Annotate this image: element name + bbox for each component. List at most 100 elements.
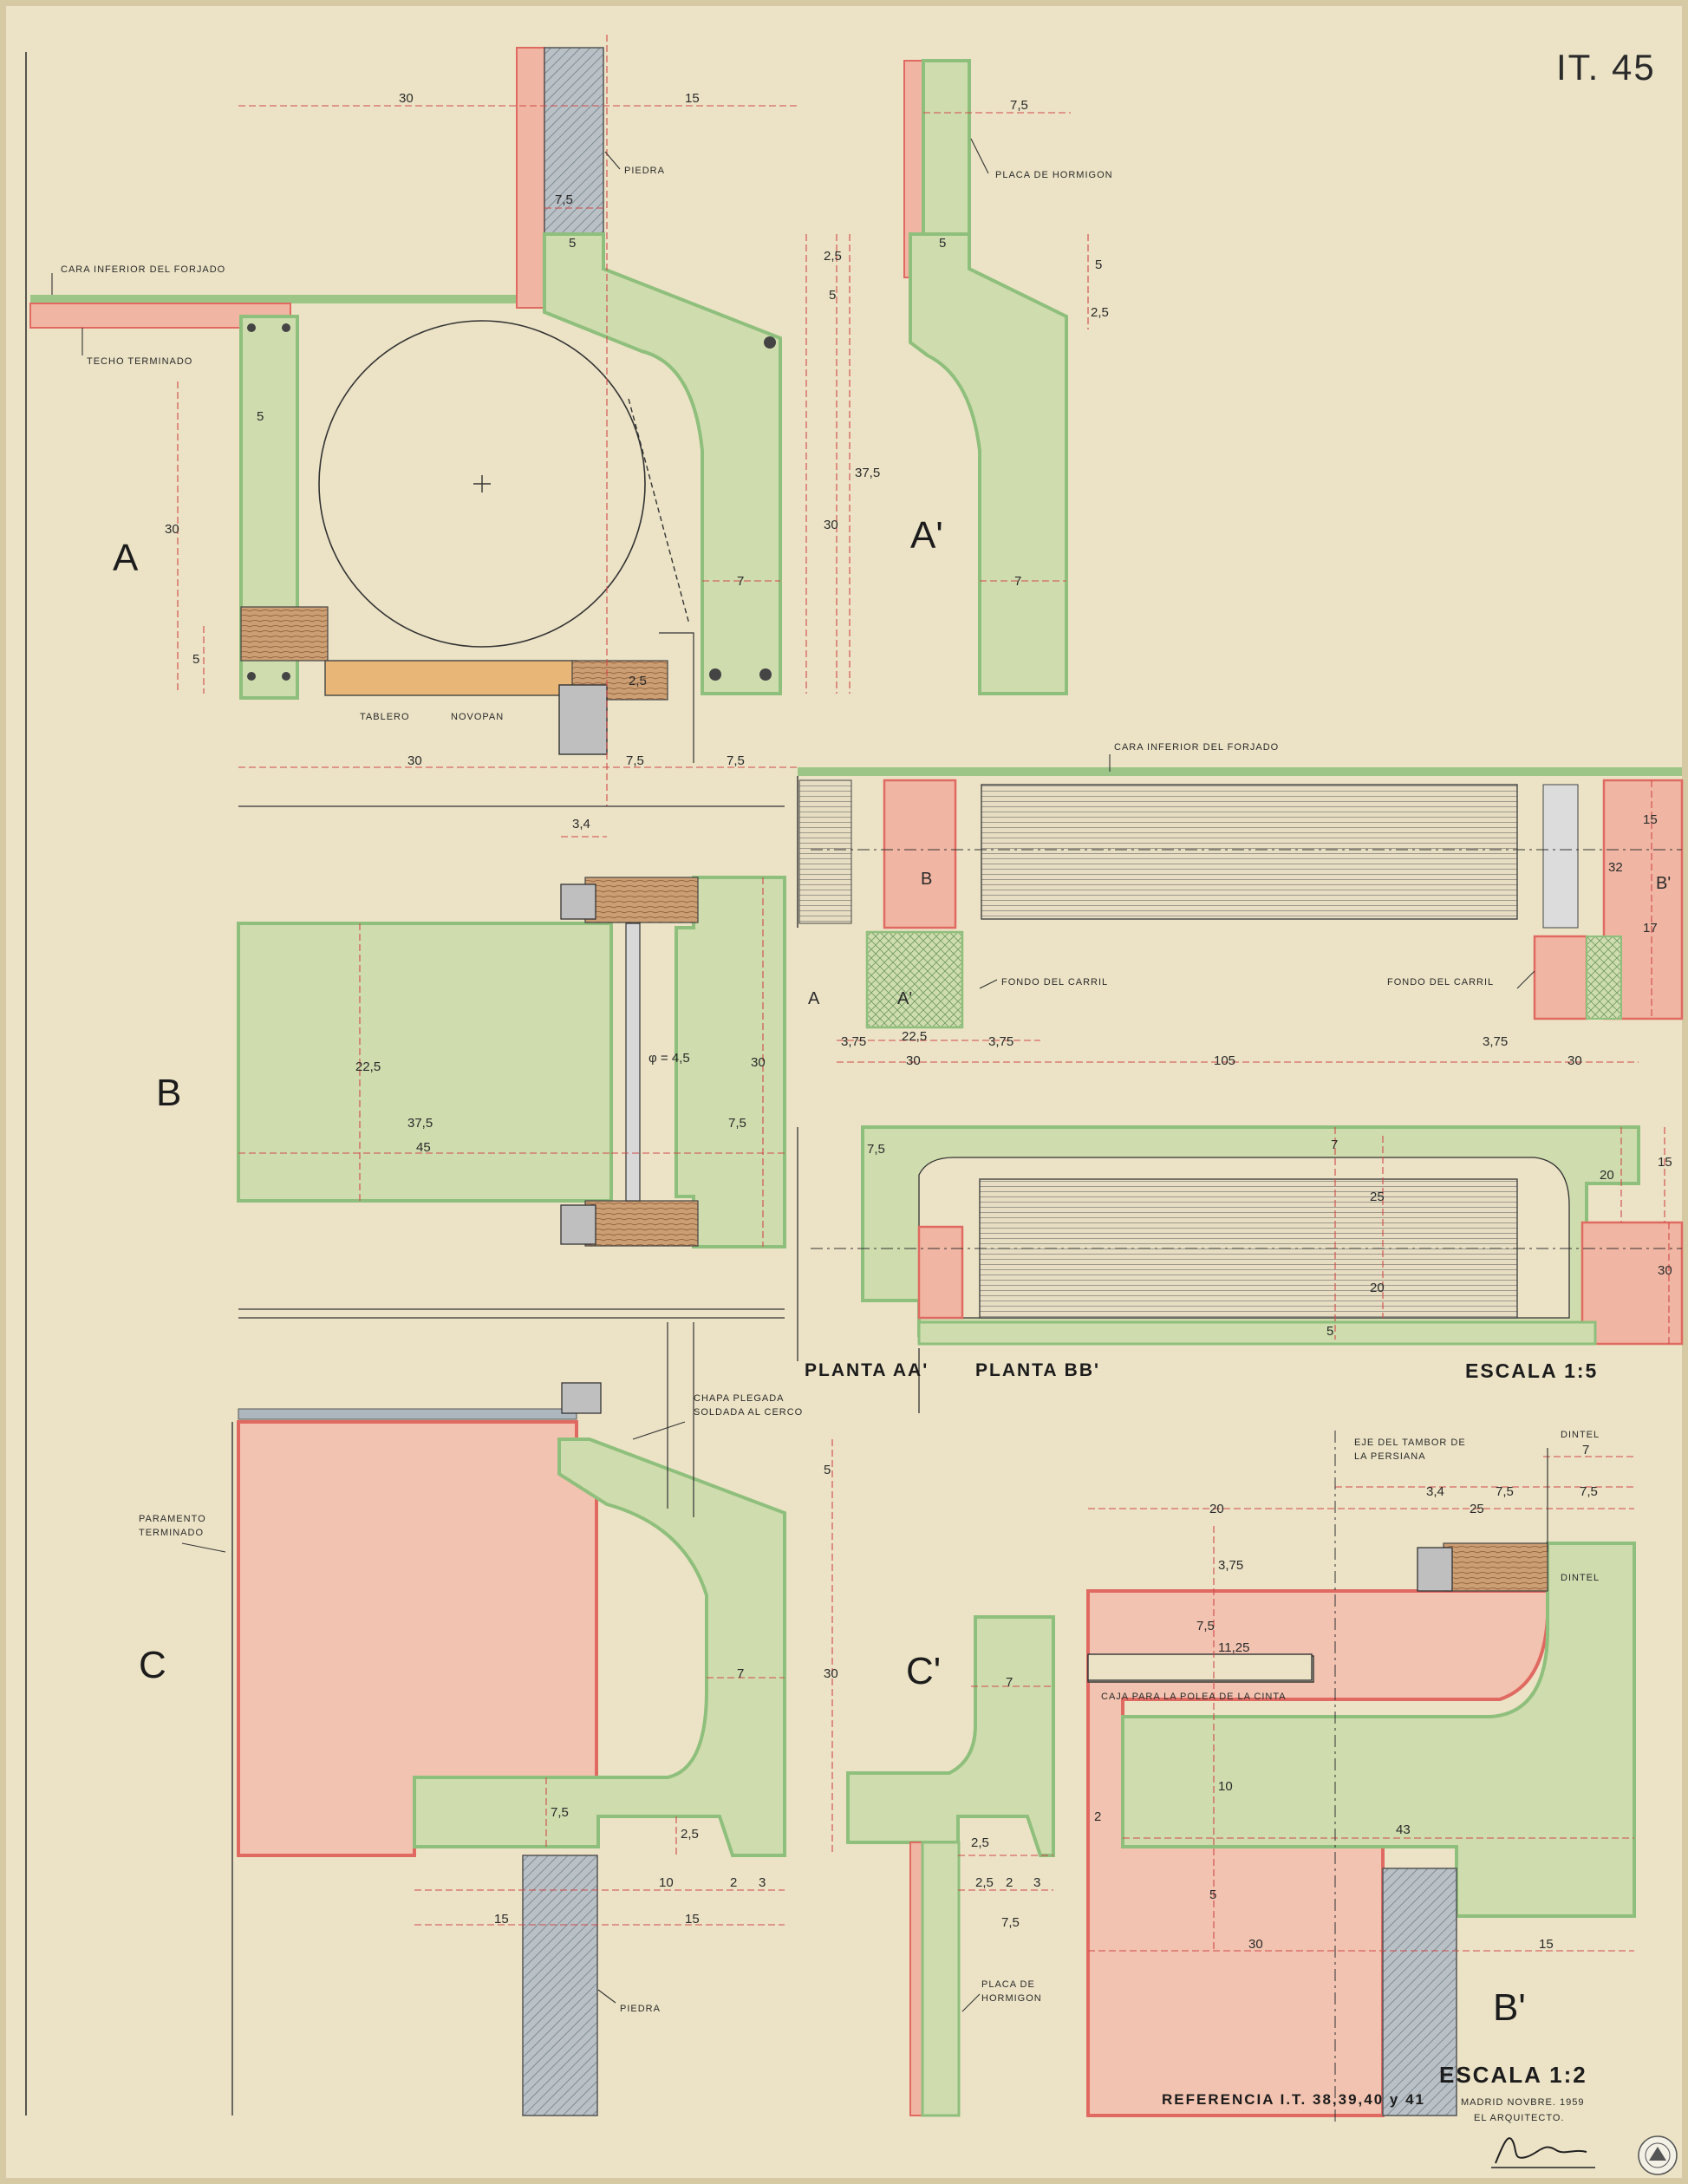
note-techo-terminado: TECHO TERMINADO xyxy=(87,356,192,367)
dim-a-7: 7 xyxy=(737,574,744,589)
dim-a-5-b: 5 xyxy=(829,288,836,303)
madrid-date: MADRID NOVBRE. 1959 xyxy=(1461,2097,1584,2108)
plan-bb xyxy=(797,1125,1684,1413)
sheet-id: IT. 45 xyxy=(1556,47,1656,88)
dim-a-25-b: 2,5 xyxy=(629,674,647,688)
dim-bp-25: 25 xyxy=(1470,1502,1484,1516)
dim-a-30-left: 30 xyxy=(165,522,179,537)
note-placa-2a: PLACA DE xyxy=(981,1979,1035,1990)
section-a-label: A xyxy=(113,537,139,579)
dim-b-30: 30 xyxy=(751,1055,766,1070)
dim-a-5-left: 5 xyxy=(192,652,199,667)
arquitecto-note: EL ARQUITECTO. xyxy=(1474,2113,1564,2123)
dim-bp-34: 3,4 xyxy=(1426,1484,1444,1499)
dim-cp-25a: 2,5 xyxy=(971,1835,989,1850)
section-a-prime-label: A' xyxy=(910,514,943,557)
dim-p-105: 105 xyxy=(1214,1053,1235,1068)
dim-bp-75b: 7,5 xyxy=(1580,1484,1598,1499)
section-c-prime xyxy=(846,1615,1055,2117)
note-eje-1: EJE DEL TAMBOR DE xyxy=(1354,1438,1466,1448)
section-b-prime-label: B' xyxy=(1493,1986,1526,2029)
plan-marker-b-prime: B' xyxy=(1656,874,1671,893)
dim-ap-25: 2,5 xyxy=(1091,305,1109,320)
dim-c-25: 2,5 xyxy=(681,1827,699,1842)
dim-ap-5a: 5 xyxy=(939,236,946,251)
dim-c-15b: 15 xyxy=(685,1912,700,1926)
dim-b-225: 22,5 xyxy=(355,1059,381,1074)
section-a xyxy=(29,35,837,806)
plan-marker-a: A xyxy=(808,989,820,1008)
dim-a-30-top: 30 xyxy=(399,91,414,106)
referencia-note: REFERENCIA I.T. 38,39,40 y 41 xyxy=(1162,2091,1425,2108)
note-tablero: TABLERO xyxy=(360,712,410,722)
dim-p-5: 5 xyxy=(1326,1324,1333,1339)
dim-bp-10: 10 xyxy=(1218,1779,1233,1794)
dim-bp-75-b: 7,5 xyxy=(1196,1619,1215,1633)
dim-c-3: 3 xyxy=(759,1875,766,1890)
section-a-prime xyxy=(849,59,1089,695)
dim-p-375c: 3,75 xyxy=(1483,1034,1508,1049)
dim-p-20a: 20 xyxy=(1600,1168,1614,1183)
note-fondo-carril-1: FONDO DEL CARRIL xyxy=(1001,977,1108,988)
planta-aa-title: PLANTA AA' xyxy=(805,1360,929,1380)
dim-bp-20: 20 xyxy=(1209,1502,1224,1516)
dim-p-225: 22,5 xyxy=(902,1029,927,1044)
dim-bp-30: 30 xyxy=(1248,1937,1263,1952)
dim-p-15b: 15 xyxy=(1658,1155,1672,1170)
dim-c-2: 2 xyxy=(730,1875,737,1890)
note-dintel-1: DINTEL xyxy=(1561,1430,1600,1440)
section-c xyxy=(231,1317,833,2116)
dim-a-5-a: 5 xyxy=(569,236,576,251)
dim-p-75: 7,5 xyxy=(867,1142,885,1157)
dim-ap-7: 7 xyxy=(1014,574,1021,589)
note-caja: CAJA PARA LA POLEA DE LA CINTA xyxy=(1101,1692,1287,1702)
dim-bp-2: 2 xyxy=(1094,1809,1101,1824)
dim-bp-75: 7,5 xyxy=(1496,1484,1514,1499)
note-piedra-1: PIEDRA xyxy=(624,166,665,176)
section-c-prime-label: C' xyxy=(906,1650,941,1692)
plan-marker-a-prime: A' xyxy=(897,989,912,1008)
plan-aa xyxy=(797,767,1684,1063)
dim-b-45: 45 xyxy=(416,1140,431,1155)
dim-cp-3: 3 xyxy=(1033,1875,1040,1890)
section-b xyxy=(237,805,786,1310)
note-dintel-2: DINTEL xyxy=(1561,1573,1600,1583)
dim-p-375a: 3,75 xyxy=(841,1034,866,1049)
dim-a-15-top: 15 xyxy=(685,91,700,106)
dim-cp-75: 7,5 xyxy=(1001,1915,1020,1930)
dimension-numbers: 30 15 7,5 5 2,5 5 37,5 30 5 7 30 5 2,5 3… xyxy=(165,91,1672,1952)
dim-b-375: 37,5 xyxy=(407,1116,433,1131)
dim-a-375: 37,5 xyxy=(855,466,880,480)
dim-cp-2: 2 xyxy=(1006,1875,1013,1890)
planta-bb-title: PLANTA BB' xyxy=(975,1360,1100,1380)
note-cara-inferior-2: CARA INFERIOR DEL FORJADO xyxy=(1114,742,1279,753)
section-b-prime xyxy=(1086,1431,1636,2124)
dim-bp-375: 3,75 xyxy=(1218,1558,1243,1573)
note-fondo-carril-2: FONDO DEL CARRIL xyxy=(1387,977,1494,988)
dim-a-75-a: 7,5 xyxy=(555,192,573,207)
architect-signature xyxy=(1495,2137,1587,2164)
escala-1-5-title: ESCALA 1:5 xyxy=(1465,1359,1598,1382)
dim-p-25: 25 xyxy=(1370,1190,1385,1204)
dim-p-15a: 15 xyxy=(1643,812,1658,827)
dim-bp-43: 43 xyxy=(1396,1822,1411,1837)
note-piedra-2: PIEDRA xyxy=(620,2004,661,2014)
archive-seal xyxy=(1638,2135,1678,2175)
plan-marker-b: B xyxy=(921,870,932,889)
dim-p-30c: 30 xyxy=(1658,1263,1672,1278)
dim-c-75: 7,5 xyxy=(551,1805,569,1820)
dim-bp-15: 15 xyxy=(1539,1937,1554,1952)
note-placa-2b: HORMIGON xyxy=(981,1993,1042,2004)
dim-ap-75: 7,5 xyxy=(1010,98,1028,113)
dim-p-17: 17 xyxy=(1643,921,1658,936)
dim-p-30a: 30 xyxy=(906,1053,921,1068)
dim-b-75: 7,5 xyxy=(728,1116,746,1131)
dim-c-30: 30 xyxy=(824,1666,838,1681)
dim-c-10: 10 xyxy=(659,1875,674,1890)
dim-p-7: 7 xyxy=(1331,1138,1338,1152)
note-eje-2: LA PERSIANA xyxy=(1354,1451,1426,1462)
dim-a-30-v: 30 xyxy=(824,518,838,532)
dim-a-75-bot2: 7,5 xyxy=(727,753,745,768)
note-paramento-2: TERMINADO xyxy=(139,1528,204,1538)
